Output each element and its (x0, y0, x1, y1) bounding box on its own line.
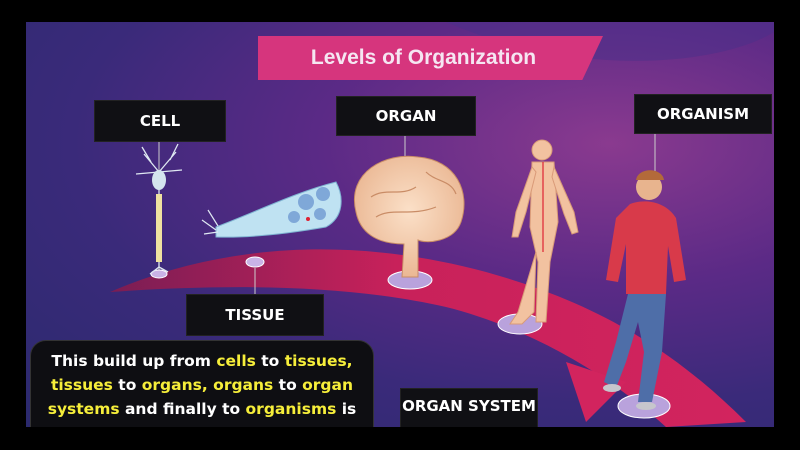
person-icon (603, 170, 686, 410)
brain-icon (353, 155, 465, 278)
label-organ-system: ORGAN SYSTEM (400, 388, 538, 427)
body-system-icon (509, 139, 579, 325)
label-cell: CELL (94, 100, 226, 142)
title-banner: Levels of Organization (258, 36, 603, 80)
label-tissue: TISSUE (186, 294, 324, 336)
pedestal-tissue (245, 256, 265, 268)
description-box: This build up from cells to tissues, tis… (30, 340, 374, 427)
label-organism: ORGANISM (634, 94, 772, 134)
page-title: Levels of Organization (310, 46, 537, 69)
slide: Levels of Organization CELL ORGAN ORGANI… (26, 22, 774, 427)
bg-swirl (446, 22, 774, 61)
label-organ: ORGAN (336, 96, 476, 136)
tissue-icon (201, 181, 342, 238)
illustration (110, 22, 774, 427)
description-text: This build up from cells to tissues, tis… (47, 352, 357, 418)
